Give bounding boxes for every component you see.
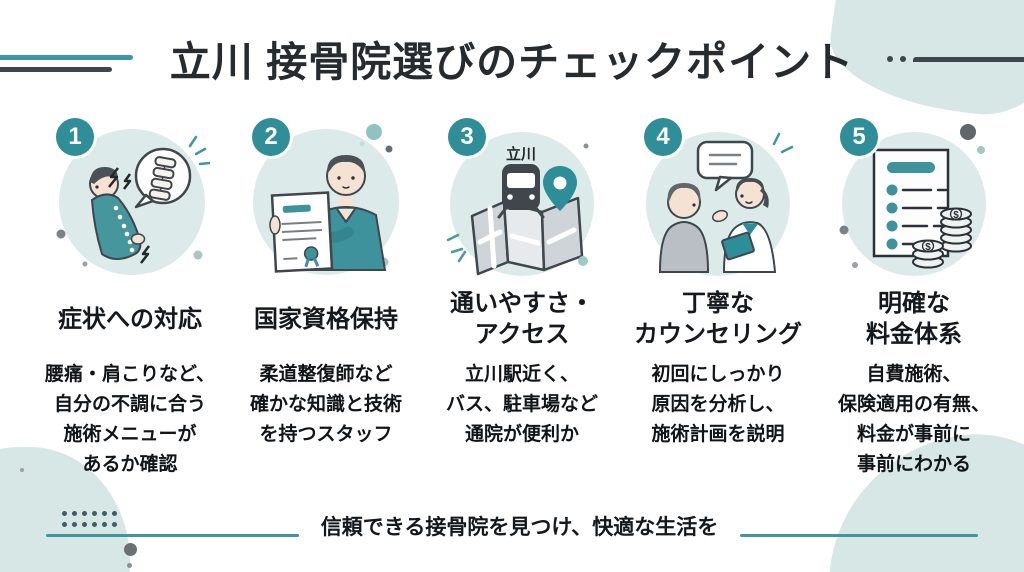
counseling-illustration xyxy=(646,132,794,276)
illustration-wrap: 3 xyxy=(442,118,602,282)
badge-number: 2 xyxy=(264,123,278,150)
illustration-wrap: 2 xyxy=(246,118,406,282)
checkpoint-column-3: 3 xyxy=(424,118,620,480)
checkpoint-body: 腰痛・肩こりなど、 自分の不調に合う 施術メニューが あるか確認 xyxy=(44,364,216,475)
checkpoint-column-1: 1 xyxy=(32,118,228,480)
header-accent-line-teal xyxy=(0,55,133,60)
pricing-illustration: $ $ xyxy=(839,124,986,276)
checkpoint-heading: 通いやすさ・ アクセス xyxy=(450,290,594,348)
header-accent-line-dark xyxy=(0,67,112,72)
illustration-wrap: 1 xyxy=(50,118,210,282)
sparkle-icon xyxy=(446,233,467,263)
coin-dollar-glyph: $ xyxy=(925,242,931,253)
illustration-wrap: 5 xyxy=(834,118,994,282)
accent-dot-small xyxy=(127,563,132,568)
checkpoint-column-4: 4 xyxy=(620,118,816,480)
accent-dot-large xyxy=(124,543,137,556)
number-badge: 2 xyxy=(252,118,290,156)
badge-number: 4 xyxy=(656,123,670,150)
accent-dot xyxy=(887,56,893,62)
checkpoint-column-5: 5 xyxy=(816,118,1012,480)
coin-dollar-glyph: $ xyxy=(953,210,959,221)
back-pain-illustration xyxy=(56,129,210,275)
checkpoint-body: 柔道整復師など 確かな知識と技術 を持つスタッフ xyxy=(249,364,402,445)
footer-line-left xyxy=(45,533,299,537)
map-access-illustration: 立川 xyxy=(446,132,594,276)
checkpoint-heading: 症状への対応 xyxy=(58,305,202,333)
badge-number: 1 xyxy=(68,123,82,150)
header-accent-bar-dark xyxy=(913,56,1024,62)
number-badge: 4 xyxy=(644,118,682,156)
dots-pattern xyxy=(62,511,117,527)
checkpoint-body: 立川駅近く、 バス、駐車場など 通院が便利か xyxy=(445,364,598,445)
number-badge: 1 xyxy=(56,118,94,156)
badge-number: 5 xyxy=(852,123,866,150)
checkpoint-heading: 国家資格保持 xyxy=(254,305,398,333)
station-label: 立川 xyxy=(506,145,536,163)
checkpoint-heading: 明確な 料金体系 xyxy=(866,290,962,348)
accent-dot xyxy=(900,56,906,62)
certificate-illustration xyxy=(253,124,399,275)
checkpoint-heading: 丁寧な カウンセリング xyxy=(634,290,802,348)
footer-line-right xyxy=(740,533,979,537)
sparkle-icon xyxy=(772,132,794,154)
header-accent-right xyxy=(887,56,1024,62)
illustration-wrap: 4 xyxy=(638,118,798,282)
footer-text: 信頼できる接骨院を見つけ、快適な生活を xyxy=(320,516,719,539)
number-badge: 3 xyxy=(448,118,486,156)
checkpoint-body: 初回にしっかり 原因を分析し、 施術計画を説明 xyxy=(651,364,785,445)
checkpoint-columns: 1 xyxy=(32,118,1012,480)
checkpoint-column-2: 2 xyxy=(228,118,424,480)
badge-number: 3 xyxy=(460,123,474,150)
accent-dot-tiny xyxy=(20,468,24,472)
page-title: 立川 接骨院選びのチェックポイント xyxy=(169,39,855,85)
sparkle-icon xyxy=(188,135,210,166)
footer: 信頼できる接骨院を見つけ、快適な生活を xyxy=(0,511,1024,541)
number-badge: 5 xyxy=(840,118,878,156)
checkpoint-body: 自費施術、 保険適用の有無、 料金が事前に 事前にわかる xyxy=(837,364,990,475)
